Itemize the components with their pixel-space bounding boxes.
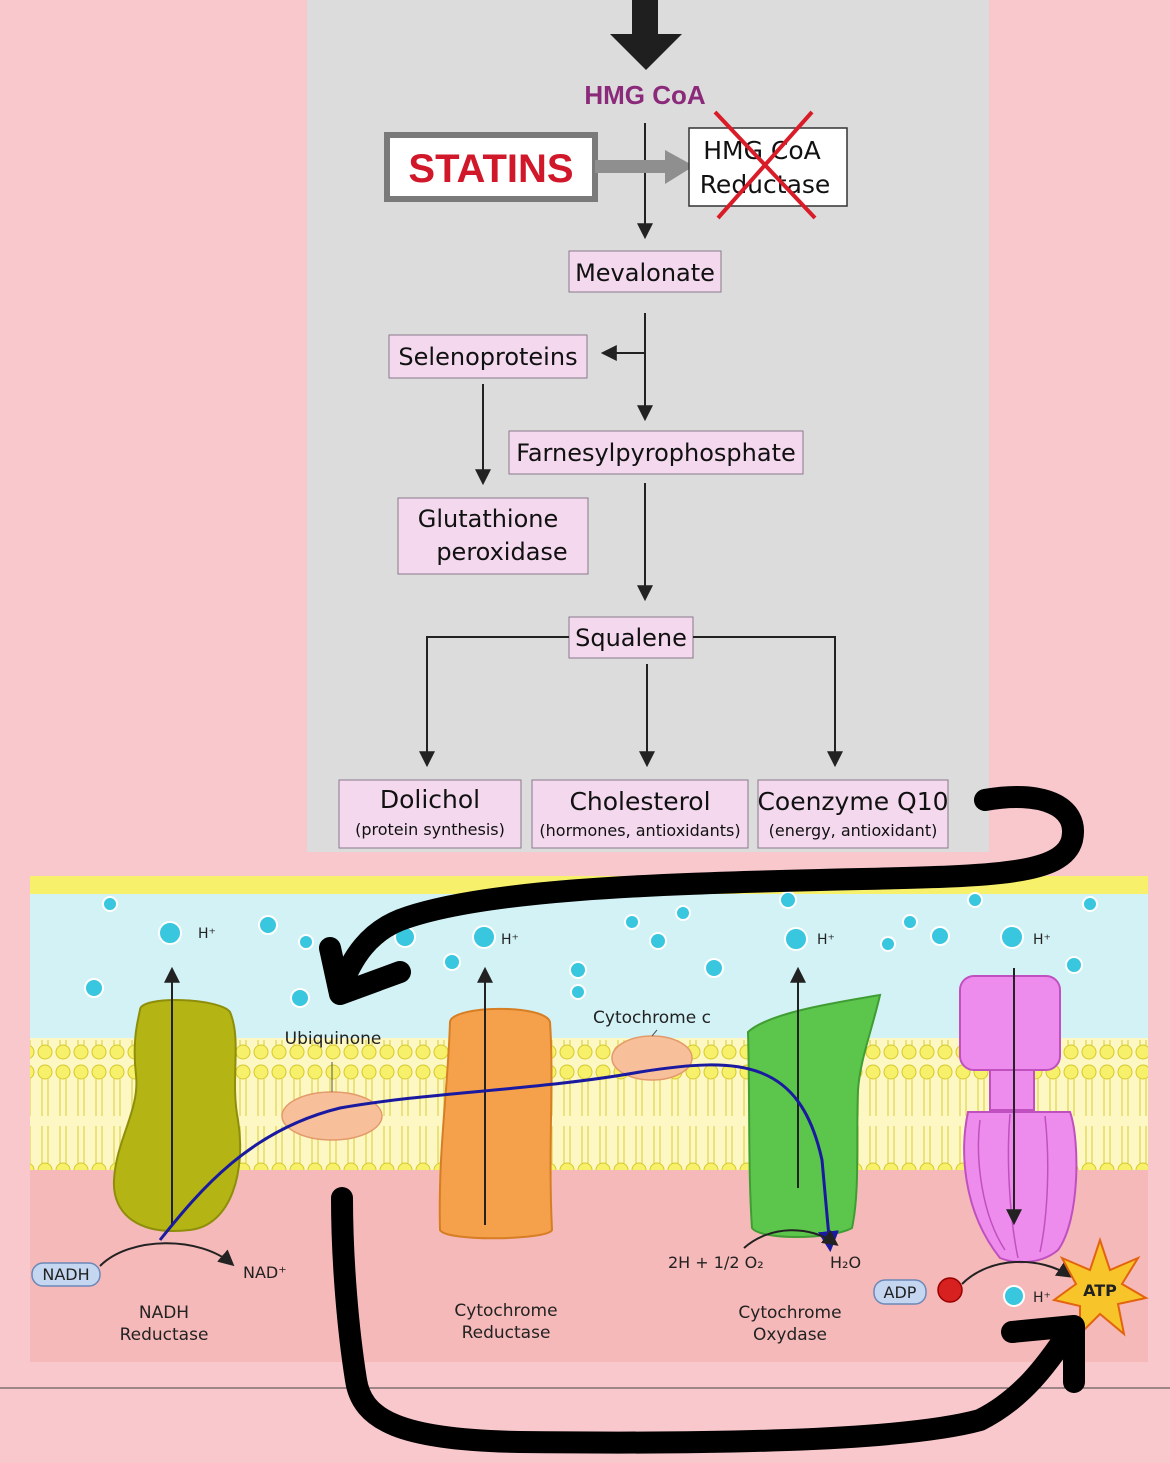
- statins-box: STATINS: [384, 132, 598, 202]
- hmg-coa-label: HMG CoA: [584, 80, 706, 110]
- electron-transport-path: [158, 1063, 839, 1253]
- oxygen-reaction-arrow: [743, 1229, 839, 1249]
- nadh-reductase-line2: Reductase: [120, 1325, 209, 1345]
- selenoproteins-label: Selenoproteins: [398, 343, 577, 371]
- statins-label: STATINS: [408, 147, 573, 191]
- nadh-reaction-arrow: [99, 1242, 235, 1267]
- glutathione-box: [397, 497, 589, 575]
- cholesterol-sub: (hormones, antioxidants): [539, 821, 740, 840]
- nadh-reductase-line1: NADH: [139, 1303, 189, 1323]
- glutathione-line2: peroxidase: [436, 538, 567, 566]
- membrane-panel: H⁺ H⁺ H⁺ H⁺ H⁺ Ubiquinone Cytochrome c: [0, 876, 1170, 1389]
- adp-pill: [873, 1279, 927, 1305]
- enzyme-line2: Reductase: [700, 170, 831, 199]
- water-label: H₂O: [830, 1253, 861, 1272]
- atp-reaction-arrow: [961, 1260, 1073, 1285]
- mevalonate-box: [568, 250, 722, 293]
- dolichol-label: Dolichol: [380, 785, 480, 814]
- inhibited-cross-icon: [713, 110, 817, 220]
- coq10-sub: (energy, antioxidant): [769, 821, 938, 840]
- adp-label: ADP: [884, 1283, 917, 1302]
- nadh-reductase-complex: [112, 999, 242, 1232]
- squalene-label: Squalene: [575, 624, 687, 652]
- h-plus-label-3: H⁺: [817, 932, 835, 948]
- cytochrome-oxidase-complex: [746, 993, 882, 1238]
- selenoproteins-box: [388, 334, 588, 379]
- phosphate-icon: [937, 1277, 963, 1303]
- cholesterol-label: Cholesterol: [569, 787, 710, 816]
- squalene-box: [568, 616, 694, 659]
- cyt-oxidase-line1: Cytochrome: [738, 1303, 841, 1323]
- coq10-label: Coenzyme Q10: [757, 787, 948, 816]
- proton-dots: [84, 891, 1098, 1307]
- atp-label: ATP: [1083, 1281, 1117, 1300]
- atp-star-icon: [1051, 1236, 1149, 1337]
- statins-arrow-icon: [595, 150, 694, 184]
- oxygen-eq-label: 2H + 1/2 O₂: [668, 1253, 764, 1272]
- hmg-coa-reductase-box: HMG CoA Reductase: [688, 110, 848, 220]
- cyt-reductase-line1: Cytochrome: [454, 1301, 557, 1321]
- cyt-reductase-line2: Reductase: [462, 1323, 551, 1343]
- hand-drawn-arrows: [319, 786, 1085, 1454]
- glutathione-line1: Glutathione: [418, 505, 559, 533]
- h-plus-label-5: H⁺: [1033, 1290, 1051, 1306]
- h-plus-label-4: H⁺: [1033, 932, 1051, 948]
- ubiquinone-label: Ubiquinone: [285, 1029, 382, 1049]
- cholesterol-box: [531, 779, 749, 849]
- farnesyl-label: Farnesylpyrophosphate: [516, 439, 796, 467]
- coq10-arrowhead-icon: [319, 937, 411, 1005]
- cyt-oxidase-line2: Oxydase: [753, 1325, 827, 1345]
- ubiquinone-to-atp-arrow: [331, 1187, 1081, 1454]
- dolichol-sub: (protein synthesis): [355, 820, 505, 839]
- dolichol-box: [338, 779, 522, 849]
- top-arrow-icon: [610, 0, 682, 70]
- atp-arrowhead-icon: [1001, 1315, 1085, 1393]
- h-plus-label-2: H⁺: [501, 932, 519, 948]
- nad-plus-label: NAD⁺: [243, 1263, 287, 1282]
- ubiquinone-ellipse: [281, 1091, 383, 1141]
- h-plus-label-1: H⁺: [198, 926, 216, 942]
- mevalonate-label: Mevalonate: [575, 259, 715, 287]
- nadh-label: NADH: [42, 1265, 89, 1284]
- nadh-pill: [31, 1262, 101, 1287]
- coq10-box: [757, 779, 949, 849]
- atp-synthase-complex: [959, 968, 1078, 1264]
- pathway-panel: HMG CoA STATINS HMG CoA Reductase Mevalo…: [307, 0, 989, 852]
- cytochrome-c-label: Cytochrome c: [593, 1008, 711, 1028]
- coq10-to-ubiquinone-arrow: [329, 786, 1084, 1001]
- farnesyl-box: [508, 430, 804, 475]
- cytochrome-reductase-complex: [438, 1007, 554, 1240]
